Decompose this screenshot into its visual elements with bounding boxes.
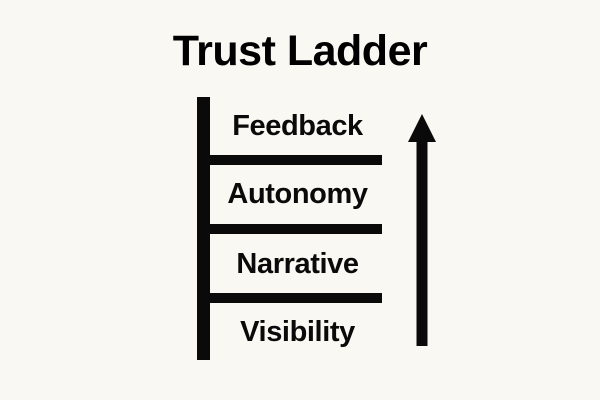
- ladder-step-narrative: Narrative: [236, 248, 359, 280]
- ladder-step-autonomy: Autonomy: [227, 178, 368, 210]
- ladder-rung-1: [197, 155, 382, 165]
- upward-arrow-icon: [406, 112, 438, 348]
- diagram-title: Trust Ladder: [172, 27, 428, 75]
- ladder-rung-3: [197, 293, 382, 303]
- ladder-rung-2: [197, 224, 382, 234]
- ladder-step-visibility: Visibility: [240, 316, 355, 348]
- ladder-step-feedback: Feedback: [232, 110, 363, 142]
